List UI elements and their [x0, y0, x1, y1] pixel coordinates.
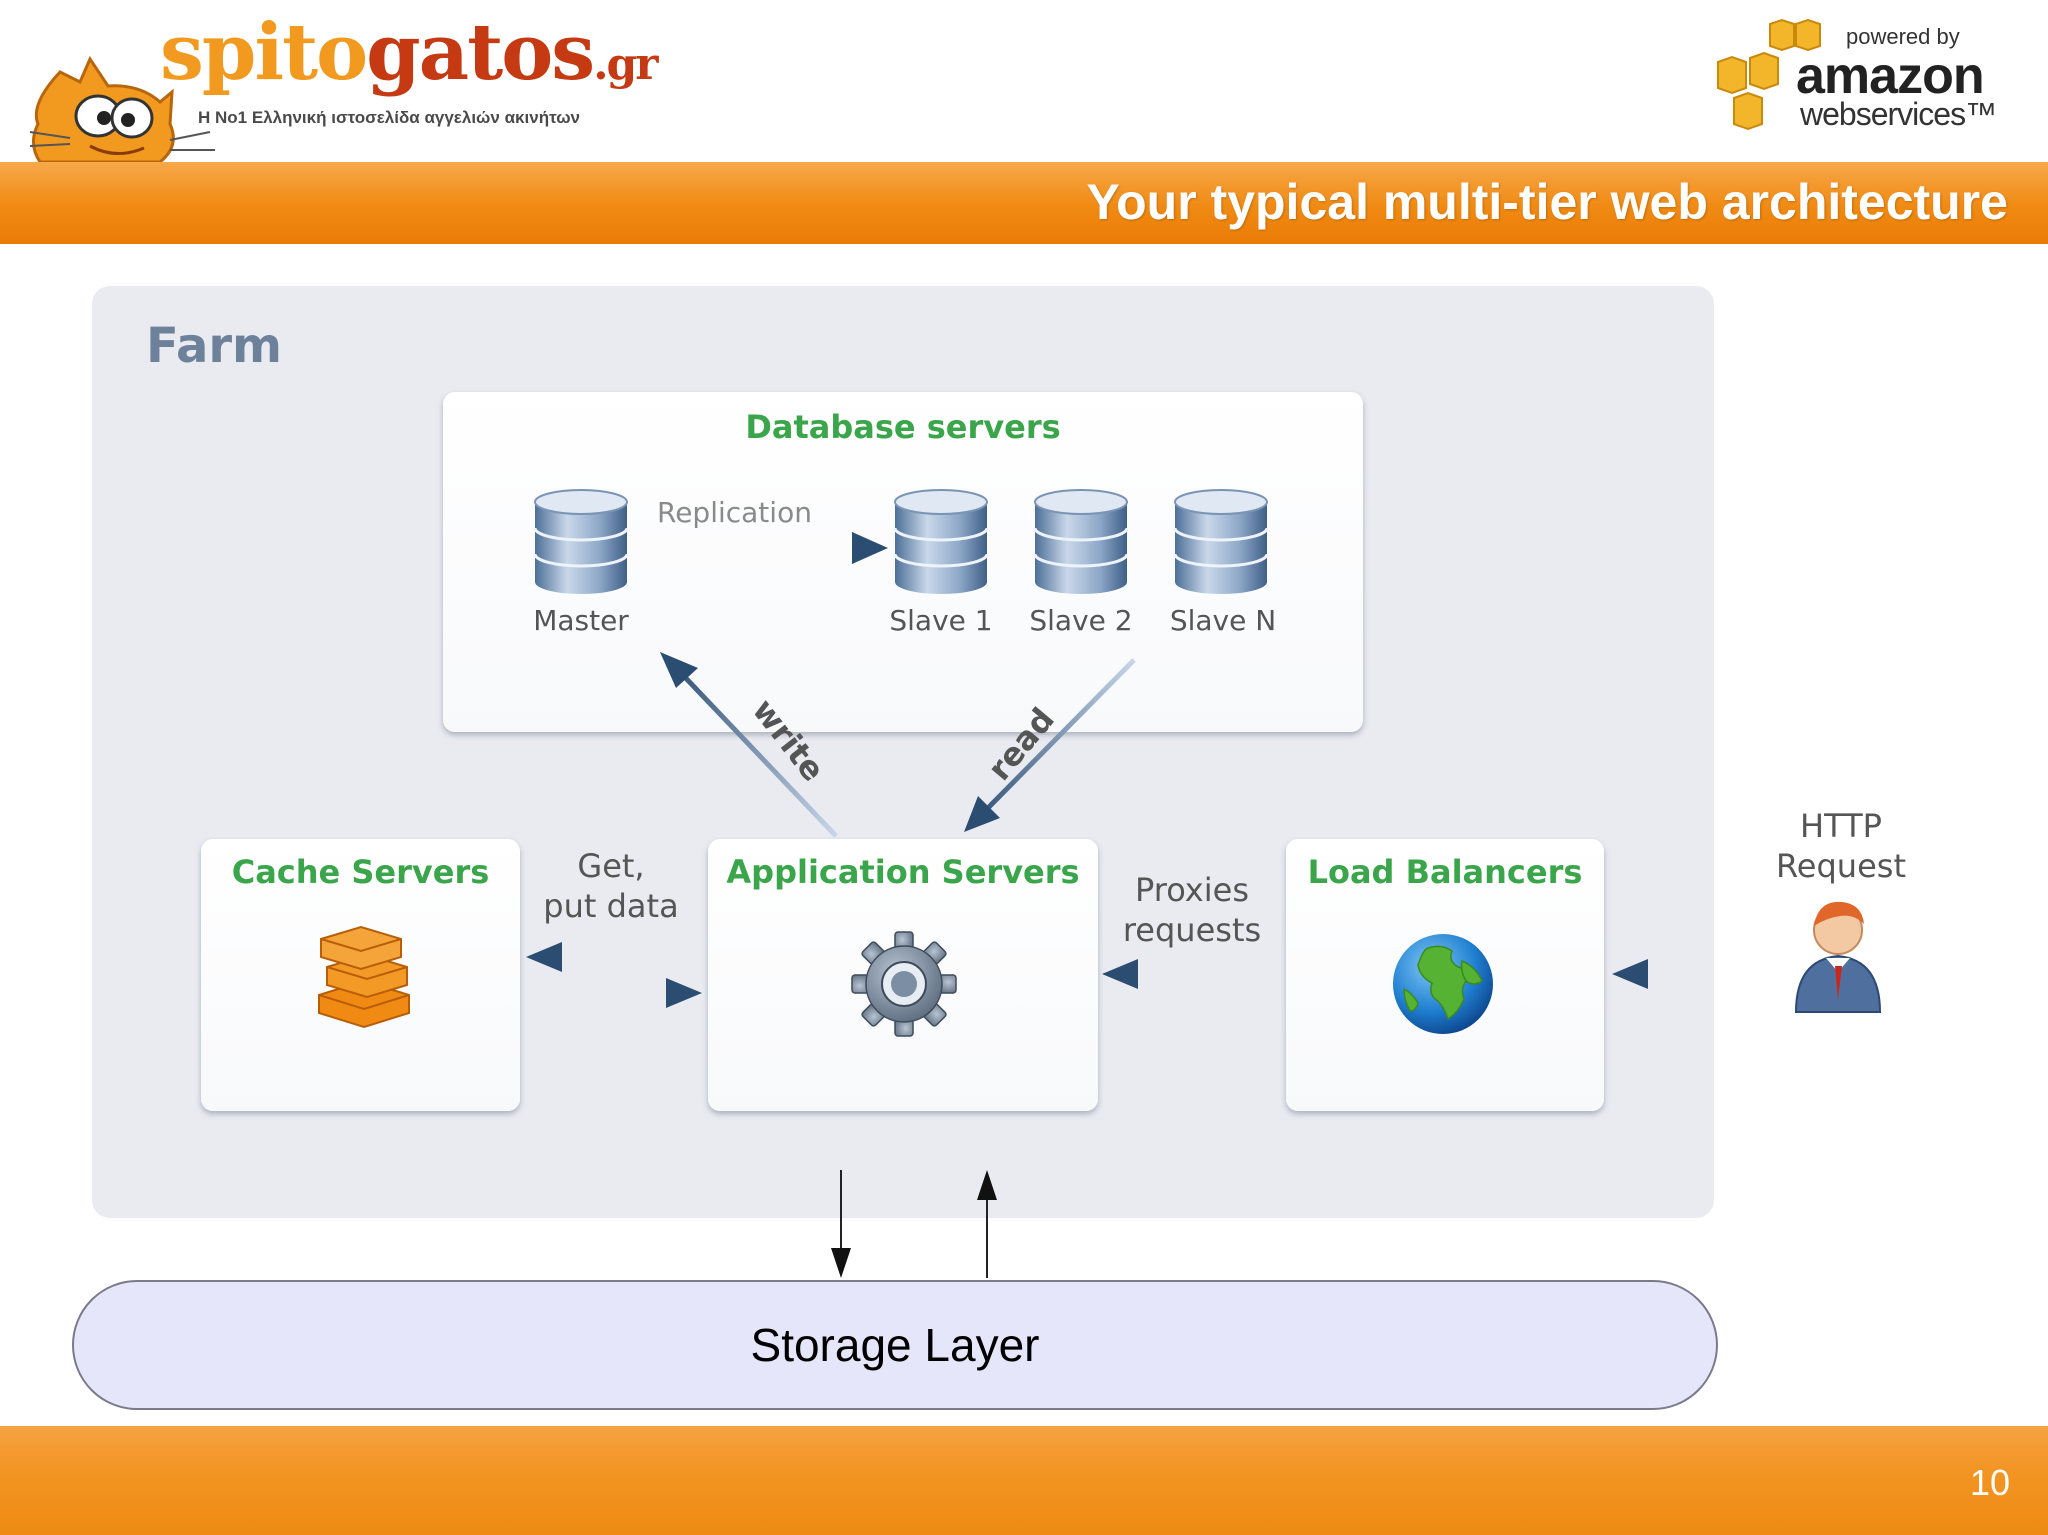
database-icon: [533, 489, 629, 594]
storage-layer-label: Storage Layer: [750, 1319, 1040, 1371]
database-icon: [1033, 489, 1129, 594]
replication-label: Replication: [657, 496, 812, 529]
aws-web-services: webservices™: [1800, 96, 1997, 132]
cat-mascot-icon: [29, 55, 215, 164]
globe-icon: [1393, 934, 1493, 1034]
cache-servers-box: Cache Servers: [201, 839, 520, 1111]
cache-edge-label: Get,put data: [543, 847, 679, 925]
page-number: 10: [1969, 1462, 2010, 1503]
aws-amazon: amazon: [1796, 47, 1985, 105]
storage-layer: Storage Layer: [72, 1280, 1718, 1410]
farm-label: Farm: [146, 318, 283, 374]
slide-header: spitogatos.gr Η Νο1 Ελληνική ιστοσελίδα …: [0, 0, 2048, 164]
title-bar: Your typical multi-tier web architecture: [0, 162, 2048, 244]
footer-bar: 10: [0, 1426, 2048, 1535]
application-servers-title: Application Servers: [726, 853, 1080, 891]
master-label: Master: [533, 604, 629, 637]
brand-tld: .gr: [593, 39, 658, 90]
slave-1-label: Slave 1: [889, 604, 993, 637]
brand-name-part2: gatos: [366, 7, 595, 98]
user-icon: [1794, 901, 1882, 1013]
slide-title: Your typical multi-tier web architecture: [1086, 174, 2008, 230]
slave-n-label: Slave N: [1169, 604, 1277, 637]
database-icon: [893, 489, 989, 594]
application-servers-box: Application Servers: [708, 839, 1098, 1111]
cache-servers-title: Cache Servers: [231, 853, 490, 891]
database-servers-box: Database servers Master Replication Slav…: [443, 392, 1363, 732]
aws-boxes-icon: [1717, 18, 1821, 131]
brand-tagline: Η Νο1 Ελληνική ιστοσελίδα αγγελιών ακινή…: [198, 108, 581, 127]
load-balancers-title: Load Balancers: [1307, 853, 1583, 891]
aws-powered-by: powered by: [1846, 24, 1960, 49]
slave-2-label: Slave 2: [1029, 604, 1133, 637]
server-stack-icon: [318, 925, 410, 1029]
gear-icon: [851, 931, 957, 1037]
brand-wordmark: spitogatos.gr: [160, 7, 658, 110]
brand-name-part1: spito: [160, 7, 368, 98]
database-servers-title: Database servers: [745, 408, 1061, 446]
load-balancers-box: Load Balancers: [1286, 839, 1604, 1111]
database-icon: [1173, 489, 1269, 594]
